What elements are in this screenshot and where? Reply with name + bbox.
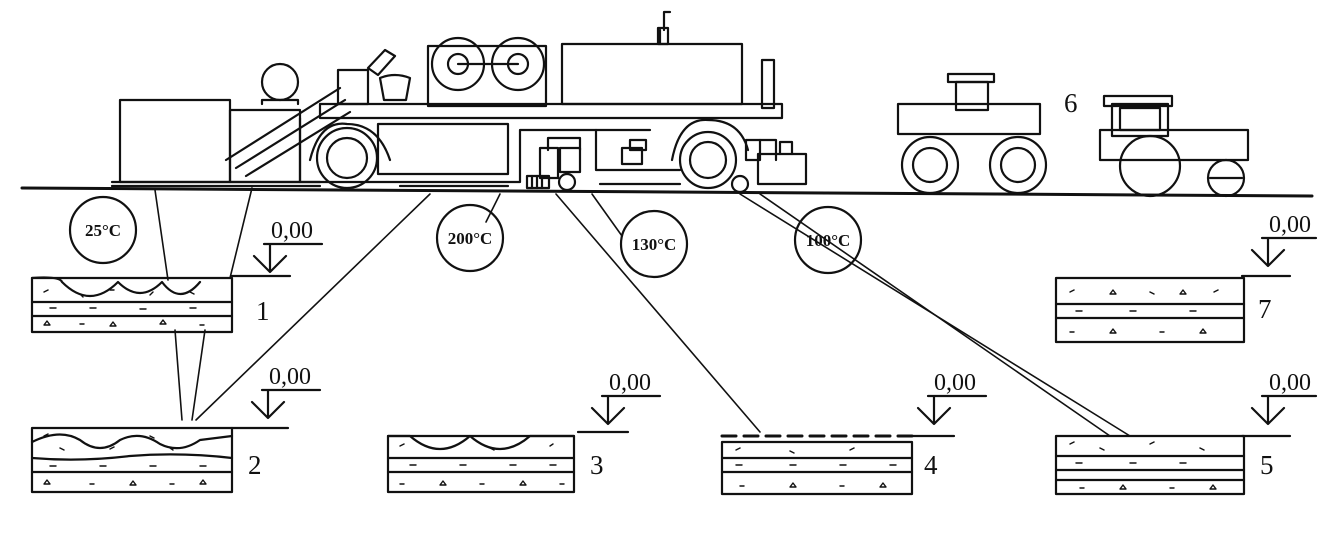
temp-25: 25°C — [68, 195, 138, 265]
cross-section-4 — [720, 434, 914, 496]
svg-text:130°C: 130°C — [632, 235, 677, 254]
label-7: 7 — [1258, 294, 1272, 324]
cross-section-5 — [1054, 434, 1246, 496]
svg-text:0,00: 0,00 — [609, 370, 651, 396]
cross-section-1 — [30, 276, 234, 334]
svg-text:0,00: 0,00 — [1269, 212, 1311, 238]
label-6: 6 — [1064, 88, 1078, 118]
svg-text:0,00: 0,00 — [269, 364, 311, 390]
svg-text:200°C: 200°C — [448, 229, 493, 248]
label-1: 1 — [256, 296, 270, 326]
recycler-machine — [110, 10, 808, 194]
elevation-marker-2: 0,00 — [230, 364, 322, 430]
temp-130: 130°C — [619, 209, 689, 279]
svg-text:0,00: 0,00 — [1269, 370, 1311, 396]
svg-text:100°C: 100°C — [806, 231, 851, 250]
label-3: 3 — [590, 450, 604, 480]
svg-text:0,00: 0,00 — [271, 218, 313, 244]
label-5: 5 — [1260, 450, 1274, 480]
label-4: 4 — [924, 450, 938, 480]
elevation-marker-4: 0,00 — [910, 370, 988, 438]
elevation-marker-7: 0,00 — [1240, 212, 1318, 278]
cross-section-7 — [1054, 276, 1246, 344]
svg-text:25°C: 25°C — [85, 221, 121, 240]
temp-100: 100°C — [793, 205, 863, 275]
cross-section-2 — [30, 426, 234, 494]
leader-lines — [154, 187, 1131, 437]
elevation-marker-1: 0,00 — [230, 218, 324, 278]
svg-text:0,00: 0,00 — [934, 370, 976, 396]
compactor-roller — [1098, 94, 1250, 198]
label-2: 2 — [248, 450, 262, 480]
ground-line — [20, 186, 1314, 198]
cross-section-3 — [386, 434, 576, 494]
temp-200: 200°C — [435, 203, 505, 273]
elevation-marker-5: 0,00 — [1240, 370, 1318, 438]
elevation-marker-3: 0,00 — [576, 370, 662, 434]
tandem-roller — [896, 72, 1048, 195]
